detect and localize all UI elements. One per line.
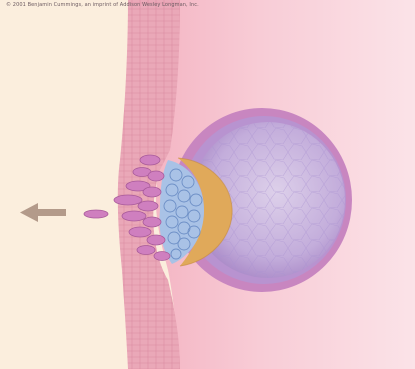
- figure-credit: © 2001 Benjamin Cummings, an imprint of …: [6, 2, 199, 8]
